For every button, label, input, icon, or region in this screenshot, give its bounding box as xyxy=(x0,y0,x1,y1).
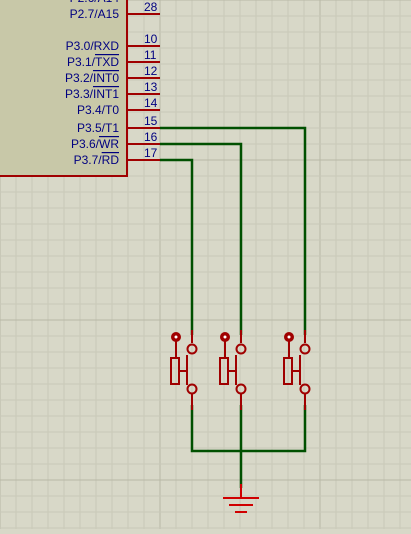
mcu-pins: 27P2.6/A1428P2.7/A1510P3.0/RXD11P3.1/TXD… xyxy=(65,0,160,167)
pin-label: P3.1/TXD xyxy=(67,55,119,69)
wire-p35-button-3[interactable] xyxy=(160,126,307,335)
pin-label: P2.6/A14 xyxy=(70,0,120,5)
pin-number: 17 xyxy=(144,146,158,160)
wire-p36-button-2[interactable] xyxy=(160,142,243,335)
button-2[interactable] xyxy=(219,330,247,410)
pin-label: P3.5/T1 xyxy=(77,121,119,135)
pin-label: P3.7/RD xyxy=(74,153,120,167)
pin-number: 13 xyxy=(144,80,158,94)
wires xyxy=(160,126,307,488)
mcu-body[interactable] xyxy=(0,0,128,177)
wire-p37-button-1[interactable] xyxy=(160,158,194,335)
pin-label: P3.3/INT1 xyxy=(65,87,119,101)
pin-number: 11 xyxy=(144,48,157,62)
pin-number: 15 xyxy=(144,114,158,128)
pin-label: P3.6/WR xyxy=(71,137,119,151)
pin-number: 14 xyxy=(144,96,158,110)
pin-number: 12 xyxy=(144,64,158,78)
pin-number: 28 xyxy=(144,0,158,14)
wire-common-ground[interactable] xyxy=(190,405,307,453)
pin-label: P2.7/A15 xyxy=(70,7,120,21)
pin-label: P3.2/INT0 xyxy=(65,71,119,85)
pin-number: 16 xyxy=(144,130,158,144)
pin-label: P3.0/RXD xyxy=(66,39,120,53)
button-1[interactable] xyxy=(170,330,198,410)
mcu-pin[interactable]: 27P2.6/A14 xyxy=(70,0,160,5)
ground-icon[interactable] xyxy=(223,484,259,513)
push-buttons xyxy=(170,330,311,410)
pin-label: P3.4/T0 xyxy=(77,103,119,117)
button-3[interactable] xyxy=(283,330,311,410)
pin-number: 10 xyxy=(144,32,158,46)
